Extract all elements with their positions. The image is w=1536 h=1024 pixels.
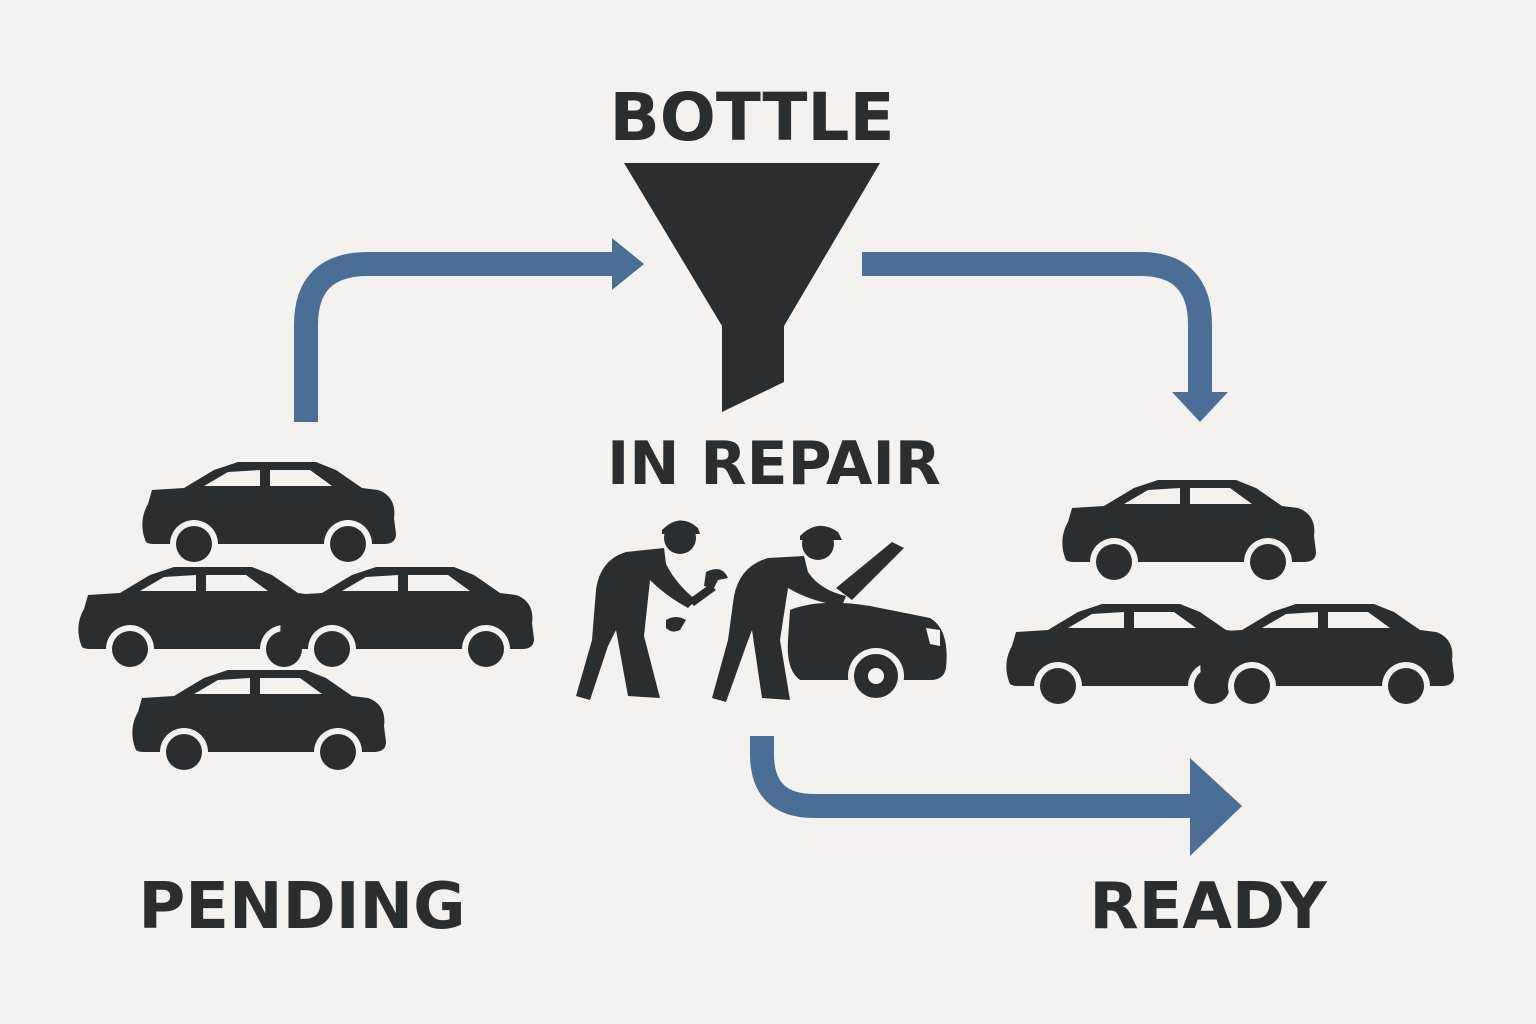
arrow-pending-to-bottleneck (294, 238, 644, 422)
arrow-bottleneck-to-ready (862, 252, 1228, 422)
wrench-icon (666, 569, 728, 632)
arrow-repair-to-ready (750, 736, 1242, 856)
bottleneck-label: BOTTLE (609, 79, 894, 156)
ready-label: READY (1089, 870, 1327, 944)
in-repair-label: IN REPAIR (607, 429, 941, 499)
funnel-icon (624, 163, 880, 412)
pending-label: PENDING (138, 870, 465, 944)
mechanic-icon (576, 520, 700, 700)
car-open-hood-icon (787, 542, 947, 704)
in-repair-scene (576, 520, 947, 704)
mechanic-icon (712, 525, 846, 702)
